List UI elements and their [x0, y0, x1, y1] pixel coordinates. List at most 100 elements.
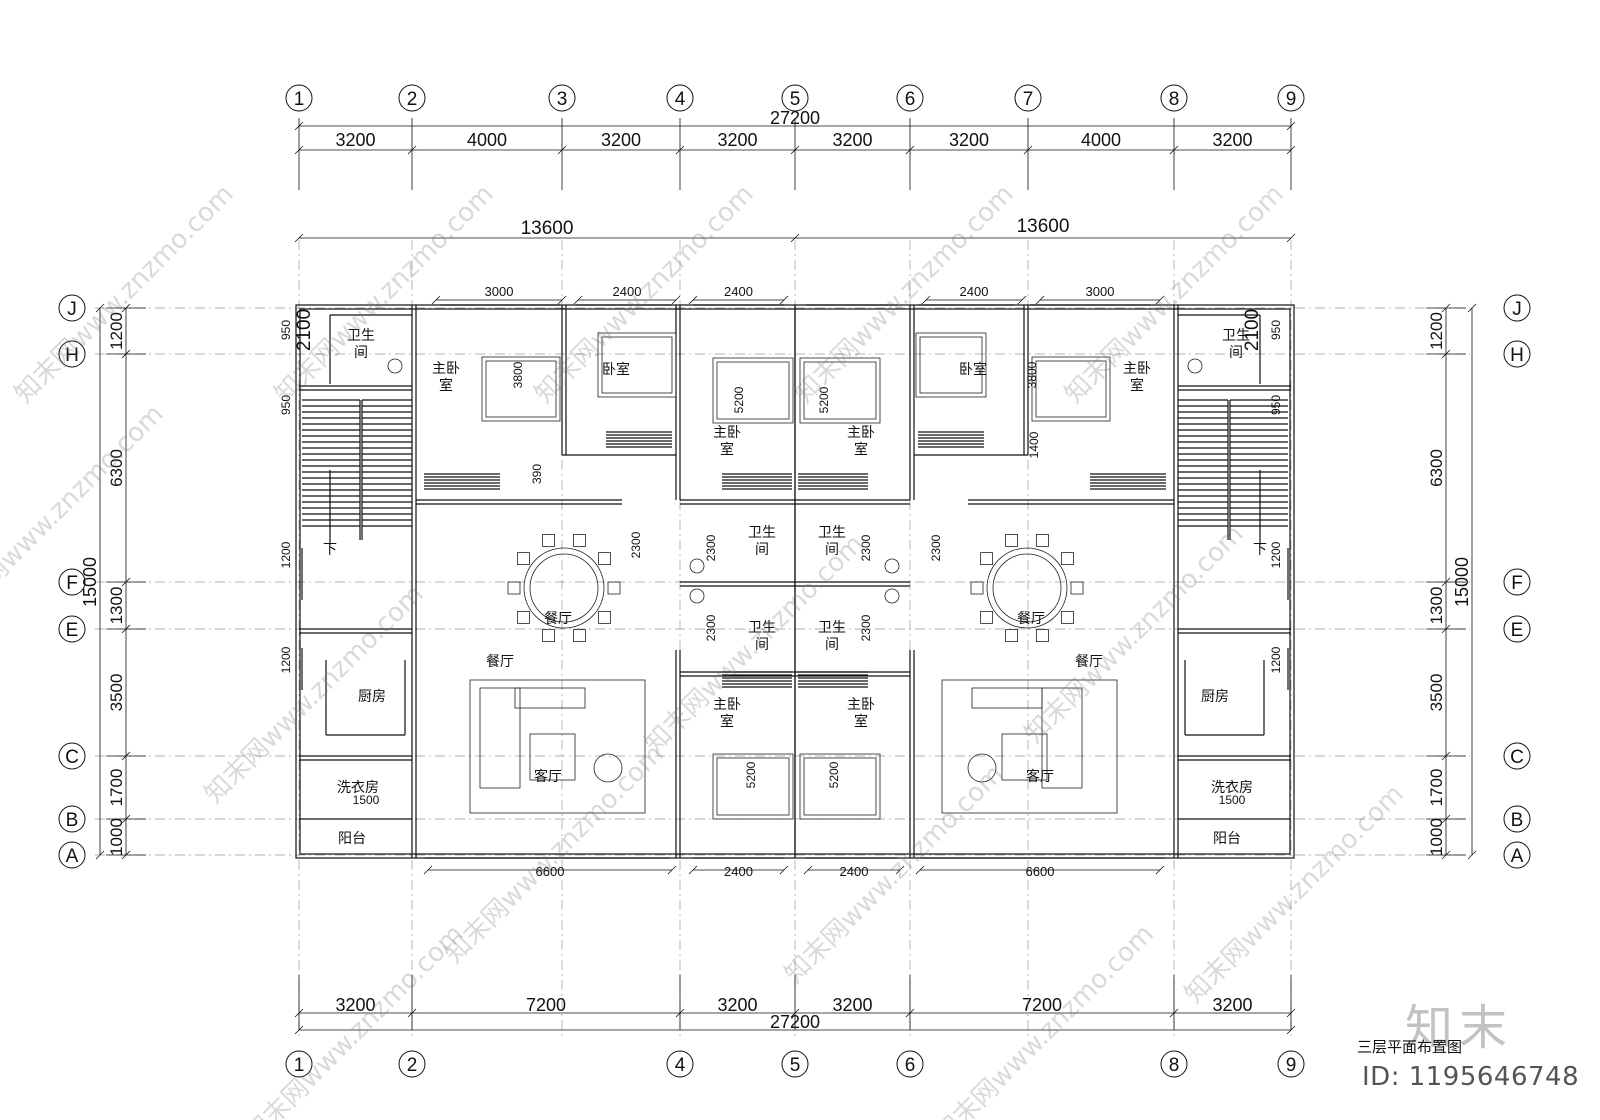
dim-tick [921, 295, 931, 305]
bed-master-right [1031, 356, 1111, 422]
dim-top-span-4: 3200 [832, 130, 872, 150]
sink-5 [884, 588, 900, 604]
dim-window-laundry-left: 1500 [353, 793, 380, 807]
axis-bubble-bottom-8-circle [1160, 1050, 1188, 1078]
furniture [387, 332, 1203, 820]
dim-misc-4: 5200 [732, 386, 746, 413]
axis-bubble-top-7-circle [1014, 84, 1042, 112]
dining-right-chair [1036, 534, 1049, 547]
room-bathroom-1: 卫生 [347, 328, 375, 344]
sink-4 [689, 588, 705, 604]
dining-right-table-inner [992, 553, 1062, 623]
axis-bubble-top-8: 8 [1169, 89, 1180, 110]
dim-tick [803, 865, 813, 875]
room-kitchen-2: 厨房 [1201, 689, 1229, 705]
living-right-sofa [1041, 687, 1083, 789]
axis-bubble-left-F-circle [58, 568, 86, 596]
room-laundry-1: 洗衣房 [337, 780, 379, 796]
dim-inner-0: 950 [279, 320, 293, 340]
bed-master-5 [712, 753, 794, 820]
axis-bubble-top-1-circle [285, 84, 313, 112]
dim-tick [294, 1025, 304, 1035]
sink-2 [689, 558, 705, 574]
axis-bubble-bottom-4-circle [666, 1050, 694, 1078]
axis-bubble-right-H: H [1510, 345, 1524, 366]
dining-left-chair [517, 552, 530, 566]
dim-tick [95, 850, 105, 860]
axis-bubble-top-1: 1 [294, 89, 305, 110]
dim-window-bottom-1: 2400 [724, 864, 753, 879]
axis-bubble-right-B-circle [1503, 805, 1531, 833]
bed-master-6-mattress [803, 757, 877, 816]
room-bedroom-1: 卧室 [602, 361, 630, 378]
dim-tick [688, 295, 698, 305]
dim-window-top-1: 2400 [613, 284, 642, 299]
dim-bottom-span-5: 3200 [1212, 995, 1252, 1015]
dim-inner-2: 950 [279, 395, 293, 415]
axis-bubble-top-9-circle [1277, 84, 1305, 112]
axis-bubble-right-F-circle [1503, 568, 1531, 596]
dim-tick [95, 303, 105, 313]
room-kitchen-1: 厨房 [358, 689, 386, 705]
dim-tick [1286, 233, 1296, 243]
bed-master-right-mattress [1035, 360, 1107, 418]
dim-tick [688, 865, 698, 875]
axis-bubble-bottom-4: 4 [675, 1055, 686, 1076]
axis-bubble-left-C: C [65, 747, 79, 768]
watermark-text: 知末网www.znzmo.com [239, 919, 470, 1120]
room-master-bedroom-4: 室 [1130, 377, 1144, 394]
room-dining-4: 餐厅 [1075, 654, 1103, 670]
axis-bubble-bottom-8: 8 [1169, 1055, 1180, 1076]
room-bathroom-1: 间 [354, 345, 368, 361]
dim-side-span-1-5: 1000 [1427, 818, 1446, 856]
dim-side-span-1-0: 1200 [1427, 312, 1446, 350]
axis-bubble-top-2-circle [398, 84, 426, 112]
axis-bubble-right-F: F [1511, 573, 1523, 594]
bed-master-3-mattress [716, 361, 790, 420]
dim-inner-1: 2100 [294, 309, 315, 351]
dim-inner-4: 1200 [279, 646, 293, 673]
dim-tick [1286, 1025, 1296, 1035]
watermark-text: 知末网www.znzmo.com [199, 579, 430, 810]
dining-right-table [986, 547, 1068, 629]
dim-unit-right: 13600 [1017, 216, 1070, 237]
dim-misc-3: 2300 [629, 531, 643, 558]
living-left-sofa [479, 687, 521, 789]
dim-tick [895, 865, 905, 875]
dim-side-span-1-3: 3500 [1427, 674, 1446, 712]
dim-bottom-span-0: 3200 [335, 995, 375, 1015]
watermark-text: 知末网www.znzmo.com [9, 179, 240, 410]
room-bathroom-3: 卫生 [748, 525, 776, 541]
room-master-bedroom-6: 主卧 [847, 697, 875, 713]
dining-left-chair [573, 534, 586, 547]
living-right-sofa-back [971, 687, 1043, 709]
axis-bubble-right-B: B [1511, 810, 1524, 831]
room-living-2: 客厅 [1026, 768, 1054, 785]
room-dining-3: 餐厅 [1017, 611, 1045, 627]
room-dining-1: 餐厅 [544, 611, 572, 627]
watermark: 知末网www.znzmo.com 知末网www.znzmo.com 知末网www.z… [0, 179, 1410, 1120]
living-right-coffee-table [1001, 733, 1048, 781]
dimension-lines [58, 84, 1531, 1078]
dim-bottom-span-3: 3200 [832, 995, 872, 1015]
room-living-1: 客厅 [534, 768, 562, 785]
dim-tick [1155, 295, 1165, 305]
axis-bubble-right-J: J [1512, 299, 1522, 320]
room-master-bedroom-5: 室 [720, 713, 734, 730]
axis-bubble-right-E-circle [1503, 615, 1531, 643]
dim-window-top-0: 3000 [485, 284, 514, 299]
room-master-bedroom-2: 室 [720, 441, 734, 458]
room-bathroom-4: 卫生 [818, 525, 846, 541]
dim-window-laundry-right: 1500 [1219, 793, 1246, 807]
dining-left-chair [607, 581, 621, 595]
room-master-bedroom-5: 主卧 [713, 697, 741, 713]
room-bathroom-5: 卫生 [748, 620, 776, 636]
dim-tick [294, 233, 304, 243]
dim-tick [667, 865, 677, 875]
living-left-sofa-back [514, 687, 586, 709]
dim-unit-left: 13600 [521, 218, 574, 239]
dining-right-chair [1070, 581, 1084, 595]
axis-bubble-bottom-6: 6 [905, 1055, 916, 1076]
